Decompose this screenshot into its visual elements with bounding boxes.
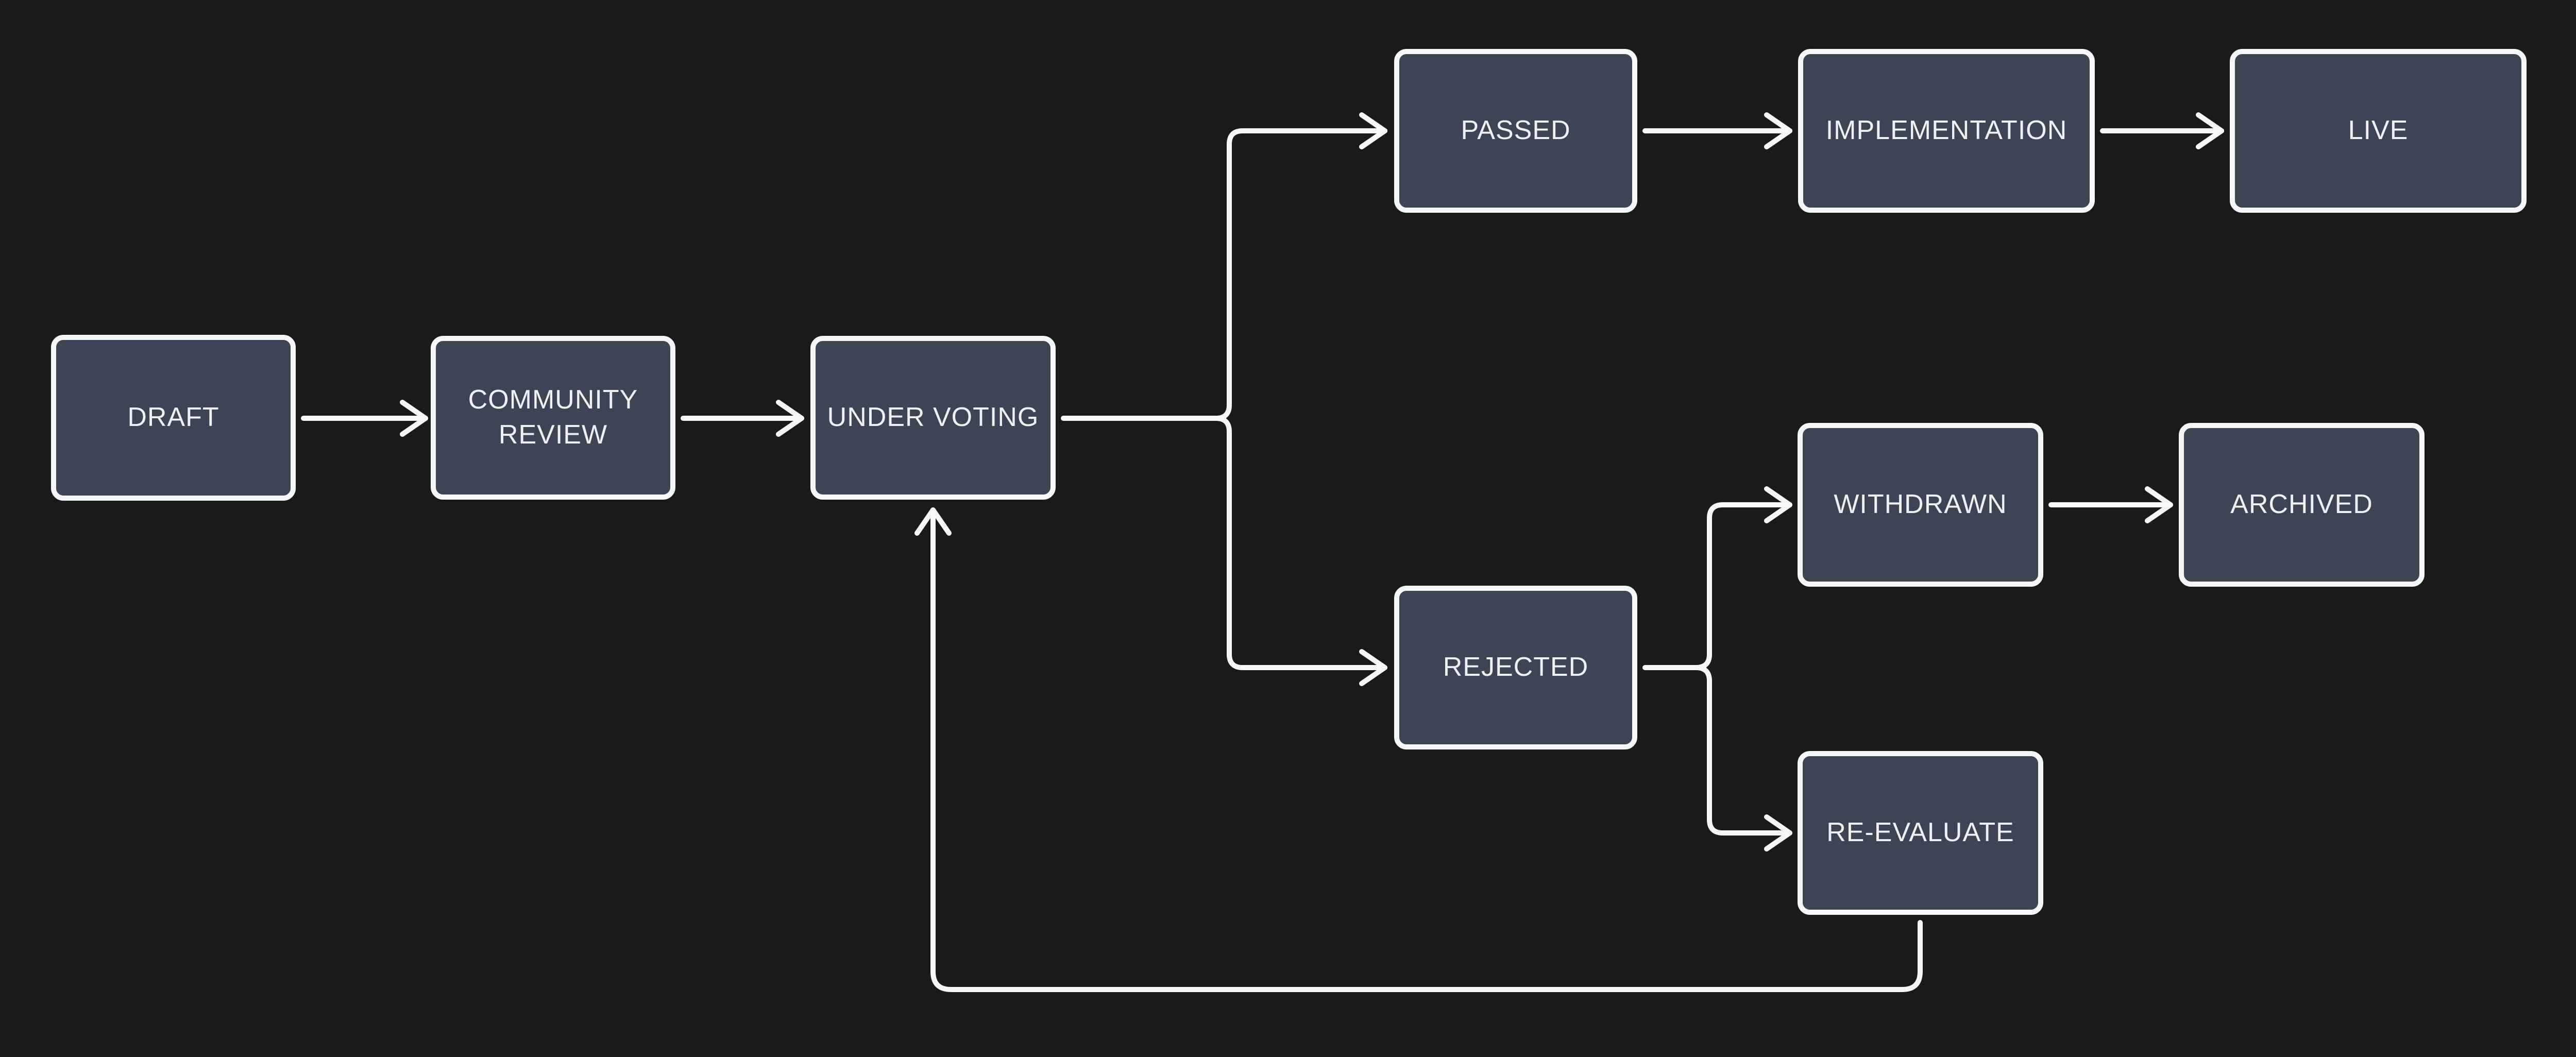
node-re-evaluate: RE-EVALUATE: [1798, 751, 2043, 915]
node-rejected-label: REJECTED: [1443, 652, 1589, 683]
edge-draft-to-community-review: [301, 400, 428, 437]
edge-implementation-to-live: [2100, 112, 2224, 149]
arrowhead-right-icon: [2196, 112, 2224, 149]
edge-community-review-to-under-voting: [681, 400, 804, 437]
arrowhead-right-icon: [1764, 486, 1792, 523]
node-under-voting: UNDER VOTING: [810, 336, 1056, 500]
node-under-voting-label: UNDER VOTING: [827, 402, 1039, 433]
node-passed: PASSED: [1394, 49, 1637, 213]
edge-rejected-branch: [1642, 486, 1792, 851]
node-draft-label: DRAFT: [127, 402, 219, 433]
edge-line-to-rejected: [1213, 416, 1387, 670]
node-archived: ARCHIVED: [2179, 423, 2425, 587]
node-live-label: LIVE: [2348, 115, 2409, 146]
edge-under-voting-branch: [1061, 112, 1387, 686]
node-community-review-label: COMMUNITY REVIEW: [468, 385, 638, 450]
node-withdrawn-label: WITHDRAWN: [1834, 489, 2007, 520]
arrowhead-right-icon: [776, 400, 804, 437]
node-draft: DRAFT: [51, 335, 296, 501]
arrowhead-right-icon: [400, 400, 428, 437]
node-live: LIVE: [2230, 49, 2527, 213]
edge-line-loop: [930, 507, 1923, 992]
arrowhead-right-icon: [1764, 814, 1792, 851]
edge-passed-to-implementation: [1642, 112, 1792, 149]
node-implementation: IMPLEMENTATION: [1798, 49, 2095, 213]
edge-line-to-re-evaluate: [1693, 665, 1792, 836]
arrowhead-right-icon: [1359, 649, 1387, 686]
node-community-review: COMMUNITY REVIEW: [431, 336, 675, 500]
arrowhead-up-icon: [914, 507, 952, 536]
edge-withdrawn-to-archived: [2048, 486, 2173, 523]
node-passed-label: PASSED: [1461, 115, 1571, 146]
edge-re-evaluate-to-under-voting: [914, 507, 1923, 992]
node-rejected: REJECTED: [1394, 586, 1637, 749]
arrowhead-right-icon: [2145, 486, 2173, 523]
edge-line-to-passed: [1213, 128, 1387, 421]
node-withdrawn: WITHDRAWN: [1798, 423, 2043, 587]
node-implementation-label: IMPLEMENTATION: [1825, 115, 2067, 146]
arrowhead-right-icon: [1764, 112, 1792, 149]
edge-line-to-withdrawn: [1693, 502, 1792, 670]
arrowhead-right-icon: [1359, 112, 1387, 149]
node-archived-label: ARCHIVED: [2230, 489, 2373, 520]
node-re-evaluate-label: RE-EVALUATE: [1826, 817, 2014, 848]
